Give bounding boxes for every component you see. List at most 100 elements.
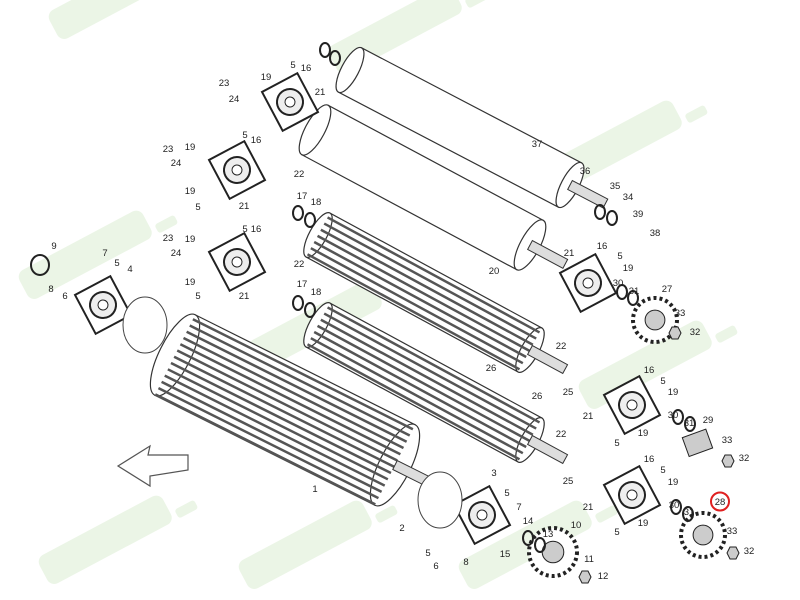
part-label-16: 16 — [644, 365, 655, 376]
seal-ring — [329, 50, 341, 66]
part-label-21: 21 — [315, 87, 326, 98]
seal-ring — [670, 499, 682, 515]
bearing-bore — [626, 489, 638, 501]
seal-ring — [616, 284, 628, 300]
part-label-21: 21 — [239, 291, 250, 302]
roller-flute — [313, 330, 527, 449]
seal-ring — [684, 416, 696, 432]
sprocket-hub — [692, 524, 714, 546]
part-label-16: 16 — [597, 241, 608, 252]
bearing-housing — [558, 252, 618, 314]
part-label-4: 4 — [127, 264, 132, 275]
roller-flute — [179, 343, 401, 456]
part-label-5: 5 — [504, 488, 509, 499]
part-label-21: 21 — [583, 411, 594, 422]
nut-32 — [726, 546, 740, 560]
bearing-bore — [231, 256, 243, 268]
watermark-band-small — [375, 505, 398, 523]
part-label-25: 25 — [563, 387, 574, 398]
part-label-19: 19 — [185, 277, 196, 288]
part-label-32: 32 — [690, 327, 701, 338]
part-label-23: 23 — [219, 78, 230, 89]
roller-flute — [316, 324, 531, 442]
part-label-29: 29 — [703, 415, 714, 426]
part-label-19: 19 — [668, 477, 679, 488]
seal-ring — [594, 204, 606, 220]
roller-flute — [326, 306, 541, 424]
part-label-2: 2 — [399, 523, 404, 534]
part-label-24: 24 — [171, 248, 182, 259]
seal-ring — [606, 210, 618, 226]
part-label-21: 21 — [583, 502, 594, 513]
part-label-5: 5 — [614, 438, 619, 449]
watermark-band-small — [465, 0, 488, 8]
parts — [30, 42, 740, 584]
roller-flute — [186, 330, 408, 443]
roller-flute — [320, 318, 534, 436]
roller-shaft — [567, 179, 609, 209]
part-label-19: 19 — [638, 428, 649, 439]
part-label-16: 16 — [251, 135, 262, 146]
seal-ring — [672, 409, 684, 425]
watermark-logo — [48, 0, 182, 39]
roller-26-upper — [303, 212, 569, 375]
part-label-9: 9 — [51, 241, 56, 252]
roller-flute — [176, 349, 398, 462]
part-label-12: 12 — [598, 571, 609, 582]
part-label-7: 7 — [516, 502, 521, 513]
part-label-5: 5 — [290, 60, 295, 71]
watermark-band — [238, 500, 372, 589]
roller-flute — [170, 361, 392, 475]
part-label-22: 22 — [556, 341, 567, 352]
roller-flute — [161, 380, 383, 493]
roller-flute — [167, 368, 389, 481]
seal-ring — [292, 295, 304, 311]
bearing-bore — [582, 277, 594, 289]
part-label-35: 35 — [610, 181, 621, 192]
part-label-19: 19 — [623, 263, 634, 274]
seal-ring — [627, 290, 639, 306]
bearing-bore — [231, 164, 243, 176]
direction-arrow — [116, 444, 189, 488]
part-label-19: 19 — [638, 518, 649, 529]
part-label-3: 3 — [491, 468, 496, 479]
part-label-1: 1 — [312, 484, 317, 495]
sprocket-10 — [527, 526, 579, 578]
highlight-circle — [710, 491, 730, 512]
roller-flute — [154, 393, 376, 506]
shield-disc-2 — [417, 471, 463, 529]
part-label-33: 33 — [722, 435, 733, 446]
part-label-19: 19 — [261, 72, 272, 83]
part-label-5: 5 — [242, 130, 247, 141]
part-label-19: 19 — [185, 186, 196, 197]
part-label-16: 16 — [251, 224, 262, 235]
nut-32 — [578, 570, 592, 584]
watermark-band-small — [175, 500, 198, 518]
part-label-39: 39 — [633, 209, 644, 220]
part-label-25: 25 — [563, 476, 574, 487]
roller-flute — [326, 216, 541, 334]
roller-flute — [306, 343, 521, 461]
sprocket-27 — [631, 296, 679, 344]
sprocket-hub — [644, 309, 666, 331]
roller-flute — [323, 312, 537, 430]
part-label-5: 5 — [114, 258, 119, 269]
roller-flute — [310, 247, 524, 365]
part-label-5: 5 — [617, 251, 622, 262]
nut-32 — [668, 326, 682, 340]
part-label-36: 36 — [580, 166, 591, 177]
roller-flute — [323, 222, 537, 340]
bearing-housing — [602, 374, 662, 436]
part-label-16: 16 — [644, 454, 655, 465]
part-label-23: 23 — [163, 233, 174, 244]
part-label-31: 31 — [629, 286, 640, 297]
watermark-logo — [578, 320, 738, 409]
part-label-22: 22 — [556, 429, 567, 440]
sprocket-28 — [679, 511, 727, 559]
watermark-band — [578, 320, 712, 409]
seal-ring — [534, 537, 546, 553]
part-label-5: 5 — [242, 224, 247, 235]
part-label-18: 18 — [311, 197, 322, 208]
